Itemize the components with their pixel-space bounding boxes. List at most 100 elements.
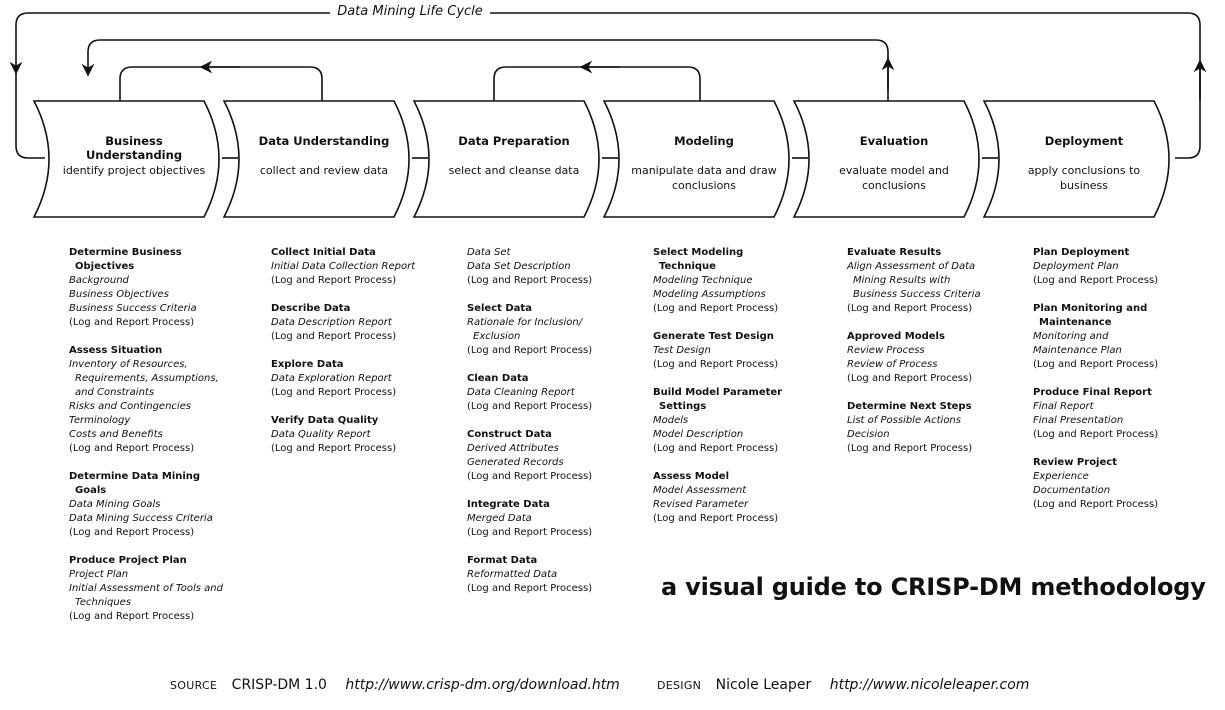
source-url[interactable]: http://www.crisp-dm.org/download.htm: [345, 677, 620, 693]
phase-chevron-modeling: [602, 100, 790, 218]
log-report-process: (Log and Report Process): [653, 359, 779, 370]
task-output: Derived Attributes: [467, 442, 647, 456]
phase-title-business-understanding: Business Understanding: [85, 134, 183, 162]
task-output-line: Risks and Contingencies: [69, 401, 192, 412]
task-name-line: Construct Data: [467, 429, 552, 440]
task-output-line: Background: [69, 275, 129, 286]
task-output: Terminology: [69, 414, 249, 428]
log-report-process: (Log and Report Process): [69, 611, 195, 622]
task-output-line: Business Success Criteria: [853, 289, 981, 300]
task-name-line: Verify Data Quality: [271, 415, 379, 426]
task-output: Maintenance Plan: [1033, 344, 1213, 358]
task-output: Documentation: [1033, 484, 1213, 498]
task-output-line: Exclusion: [473, 331, 521, 342]
task-name-line: Settings: [659, 401, 707, 412]
task-output: Final Report: [1033, 400, 1213, 414]
task-output-line: Terminology: [69, 415, 131, 426]
log-report-process: (Log and Report Process): [653, 513, 779, 524]
task-output-line: Final Presentation: [1033, 415, 1124, 426]
log-report-process: (Log and Report Process): [69, 443, 195, 454]
task-name: Explore Data: [271, 358, 451, 372]
task-output-line: Data Set: [467, 247, 511, 258]
footer-source: SOURCE CRISP-DM 1.0 http://www.crisp-dm.…: [170, 677, 620, 693]
task-output: Business Objectives: [69, 288, 249, 302]
log-report-process: (Log and Report Process): [467, 583, 593, 594]
task-output-line: Inventory of Resources,: [69, 359, 188, 370]
task-name: Approved Models: [847, 330, 1027, 344]
task-output-line: Modeling Technique: [653, 275, 753, 286]
footer-design: DESIGN Nicole Leaper http://www.nicolele…: [657, 677, 1029, 693]
designer-url[interactable]: http://www.nicoleleaper.com: [829, 677, 1030, 693]
task-output-line: Modeling Assumptions: [653, 289, 766, 300]
phase-description: evaluate model and conclusions: [839, 164, 949, 192]
task-output-line: Align Assessment of Data: [847, 261, 976, 272]
task-output-line: Revised Parameter: [653, 499, 749, 510]
designer-name: Nicole Leaper: [715, 677, 812, 693]
task-output: Data Set: [467, 246, 647, 260]
task-output-line: Rationale for Inclusion/: [467, 317, 583, 328]
task-name-line: Technique: [659, 261, 716, 272]
task-name-line: Determine Business: [69, 247, 182, 258]
task-output: Data Description Report: [271, 316, 451, 330]
source-name: CRISP-DM 1.0: [231, 677, 327, 693]
task-output-line: Test Design: [653, 345, 711, 356]
task-output-line: Model Assessment: [653, 485, 747, 496]
task-output-line: Initial Data Collection Report: [271, 261, 416, 272]
task-name-line: Maintenance: [1039, 317, 1112, 328]
task-output: Initial Data Collection Report: [271, 260, 451, 274]
task-name-line: Generate Test Design: [653, 331, 774, 342]
task-name-line: Clean Data: [467, 373, 529, 384]
task-output: Models: [653, 414, 833, 428]
task-name-line: Describe Data: [271, 303, 351, 314]
task-name-line: Select Modeling: [653, 247, 744, 258]
phase-title-evaluation: Evaluation: [859, 134, 929, 148]
task-name: Evaluate Results: [847, 246, 1027, 260]
task-name: Format Data: [467, 554, 647, 568]
task-name: Clean Data: [467, 372, 647, 386]
task-output-line: Business Success Criteria: [69, 303, 197, 314]
log-report-process: (Log and Report Process): [467, 401, 593, 412]
task-name-line: Assess Situation: [69, 345, 163, 356]
task-name-line: Collect Initial Data: [271, 247, 376, 258]
task-output: Inventory of Resources,Requirements, Ass…: [69, 358, 249, 400]
log-report-process: (Log and Report Process): [69, 527, 195, 538]
log-report-process: (Log and Report Process): [271, 331, 397, 342]
log-report-process: (Log and Report Process): [271, 443, 397, 454]
task-output-line: Mining Results with: [853, 275, 951, 286]
task-output: Risks and Contingencies: [69, 400, 249, 414]
task-output: Modeling Assumptions: [653, 288, 833, 302]
task-output-line: Generated Records: [467, 457, 564, 468]
task-output: List of Possible Actions: [847, 414, 1027, 428]
task-output: Project Plan: [69, 568, 249, 582]
task-name-line: Approved Models: [847, 331, 945, 342]
task-name: Generate Test Design: [653, 330, 833, 344]
task-name-line: Produce Final Report: [1033, 387, 1152, 398]
task-output-line: Initial Assessment of Tools and: [69, 583, 223, 594]
task-output-line: Documentation: [1033, 485, 1111, 496]
task-output: Business Success Criteria: [69, 302, 249, 316]
feedback-arrow-data-to-business: [119, 66, 323, 101]
lifecycle-loop-line: [9, 12, 1201, 159]
lifecycle-diagram: [9, 12, 1207, 218]
task-output: Data Set Description: [467, 260, 647, 274]
phase-description: collect and review data: [259, 164, 389, 177]
log-report-process: (Log and Report Process): [467, 527, 593, 538]
task-output-line: Derived Attributes: [467, 443, 559, 454]
log-report-process: (Log and Report Process): [69, 317, 195, 328]
task-name: Verify Data Quality: [271, 414, 451, 428]
task-name: Plan Deployment: [1033, 246, 1213, 260]
log-report-process: (Log and Report Process): [653, 303, 779, 314]
